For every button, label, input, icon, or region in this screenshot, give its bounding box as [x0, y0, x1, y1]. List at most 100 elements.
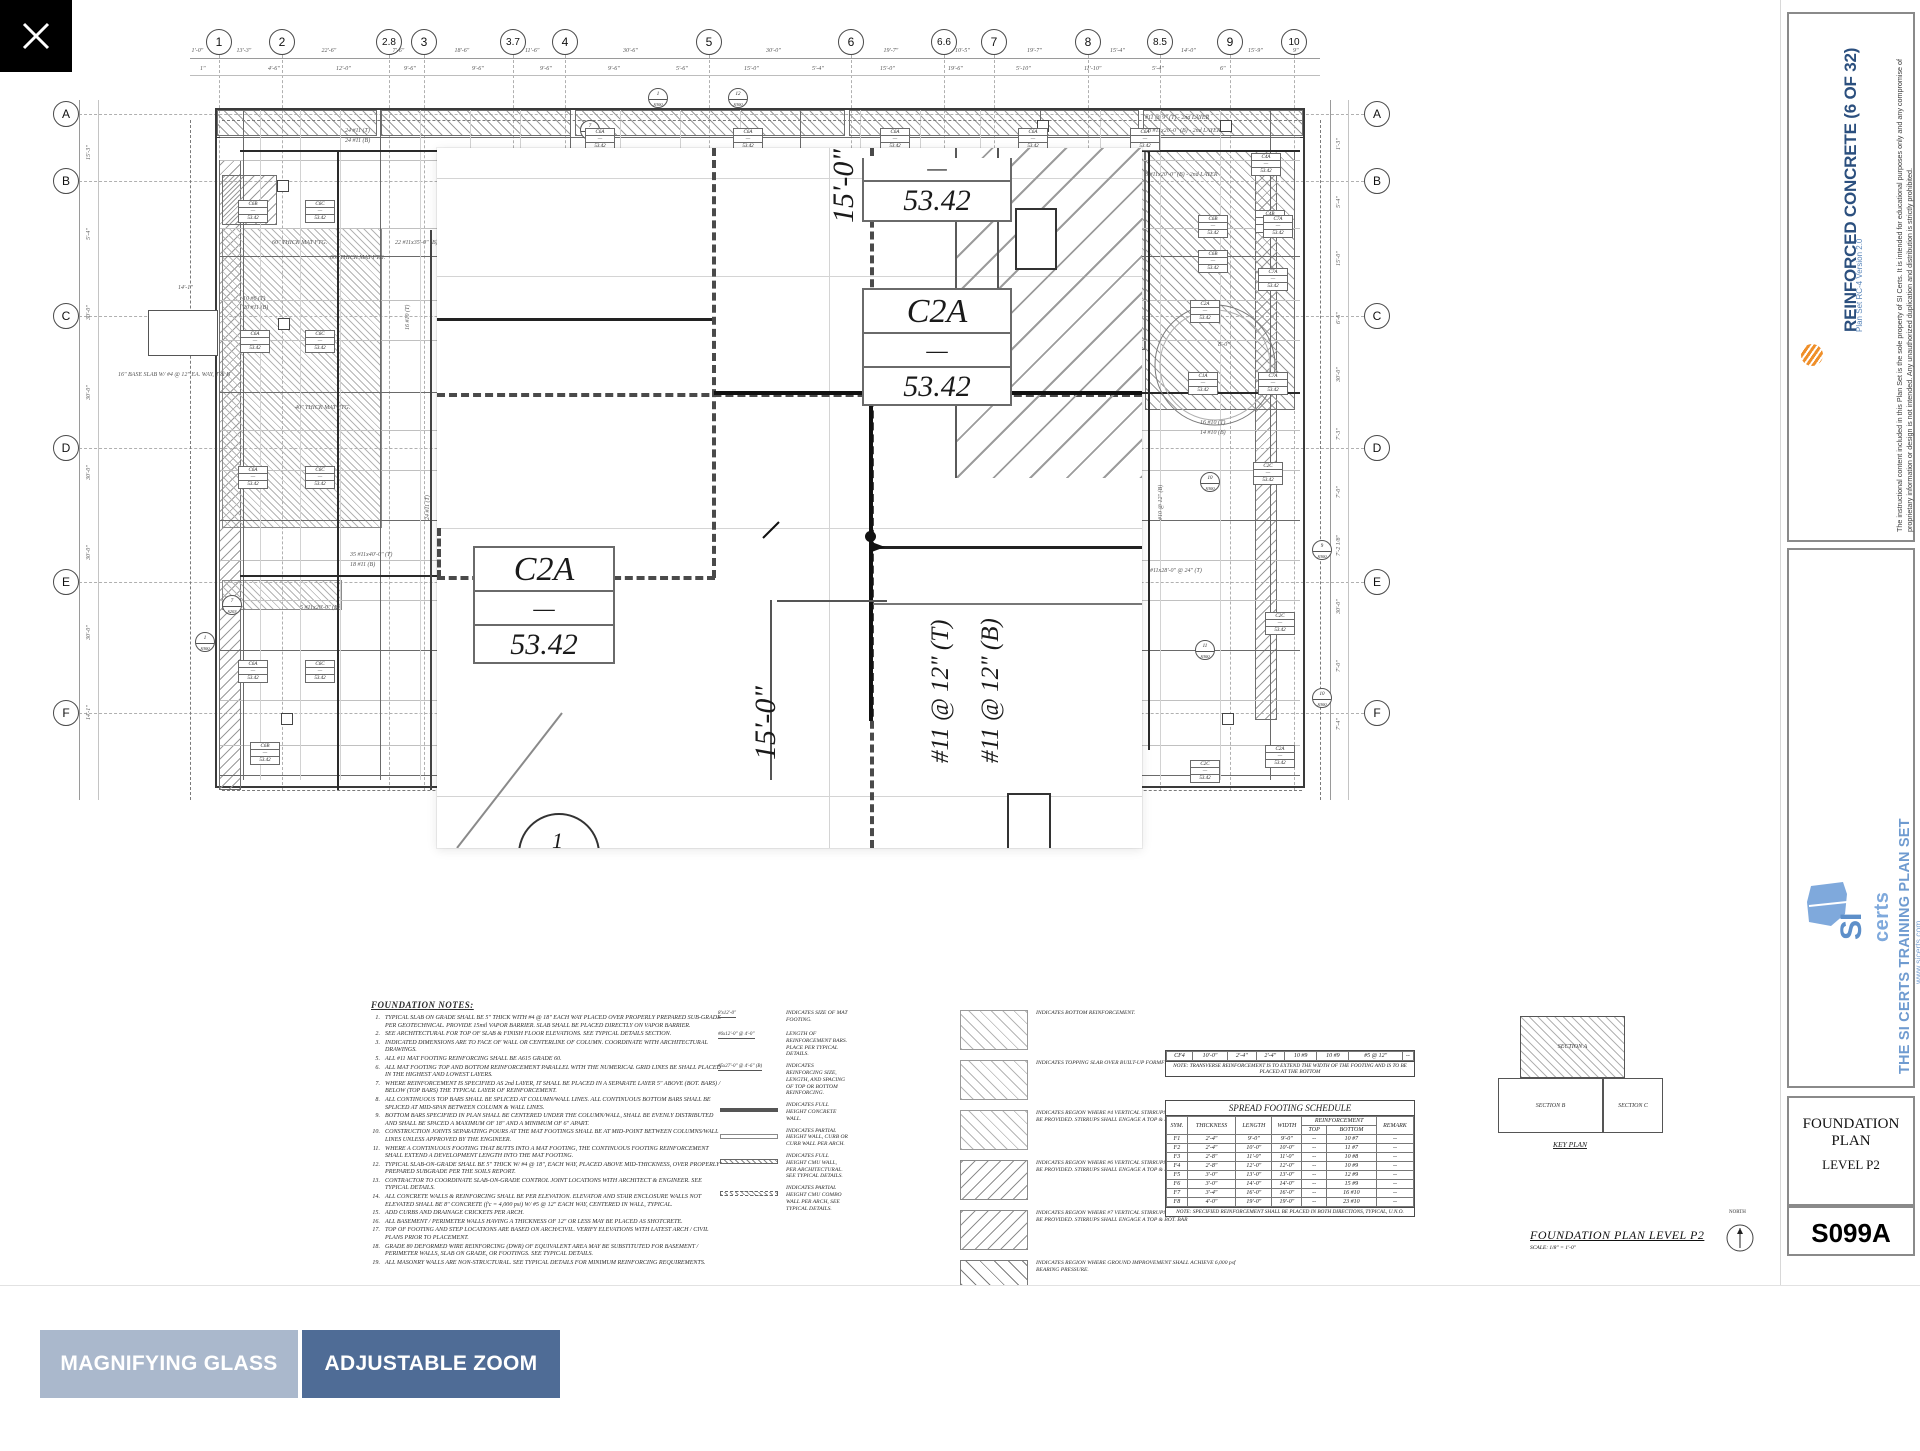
foundation-note-item: 3.INDICATED DIMENSIONS ARE TO FACE OF WA…: [371, 1040, 721, 1055]
zoom-callout-tag-upper-dash: —: [864, 334, 1010, 368]
dimension-top-secondary: 5'-10": [1016, 66, 1031, 72]
adjustable-zoom-button[interactable]: ADJUSTABLE ZOOM: [302, 1330, 560, 1398]
interior-line-v: [420, 110, 421, 780]
column-tag-name: C6C: [306, 331, 334, 338]
dimension-right: 5'-4": [1336, 196, 1342, 208]
schedule-cell: 16 #10: [1325, 1188, 1377, 1198]
dimension-top: 1'-0": [191, 48, 204, 54]
column-tag-dash: —: [239, 208, 267, 215]
grid-bubble-8: 8: [1075, 29, 1101, 55]
dashed-boundary: [190, 120, 191, 800]
grid-bubble-8.5: 8.5: [1147, 29, 1173, 55]
legend-symbol: [718, 1102, 780, 1118]
column-tag-name: C6C: [306, 467, 334, 474]
schedule-header: SYM.: [1166, 1116, 1188, 1135]
dimension-top-secondary: 19'-6": [948, 66, 963, 72]
beam-line: [1148, 150, 1150, 750]
schedule-subheader: BOTTOM: [1325, 1125, 1377, 1135]
column-tag-dash: —: [1254, 470, 1282, 477]
column-tag: C4A—53.42: [1251, 153, 1281, 176]
zoom-callout-tag-lower-dash: —: [475, 592, 613, 626]
foundation-note-item: 19.ALL MASONRY WALLS ARE NON-STRUCTURAL.…: [371, 1260, 721, 1268]
foundation-note-item: 10.CONSTRUCTION JOINTS SEPARATING POURS …: [371, 1129, 721, 1144]
spread-footing-schedule-note: NOTE: SPECIFIED REINFORCEMENT SHALL BE P…: [1166, 1207, 1414, 1216]
beam-line: [430, 230, 432, 790]
footing-schedule-small-cell: CF4: [1166, 1051, 1193, 1061]
close-button[interactable]: [0, 0, 72, 72]
key-plan-section-b: SECTION B: [1498, 1078, 1603, 1133]
legend-item: INDICATES FULL HEIGHT CONCRETE WALL.: [718, 1102, 848, 1122]
schedule-cell: --: [1375, 1170, 1415, 1180]
plan-annotation: 60" THICK MAT FTG.: [272, 240, 328, 246]
dimension-top: 9": [1293, 48, 1299, 54]
dimension-top-secondary: 9'-6": [608, 66, 620, 72]
foundation-note-item: 15.ADD CURBS AND DRAINAGE CRICKETS PER A…: [371, 1210, 721, 1218]
foundation-note-text: ALL #11 MAT FOOTING REINFORCING SHALL BE…: [385, 1055, 562, 1062]
plan-annotation: 24 #11 (T): [345, 128, 370, 134]
zoom-detail-bubble: [518, 813, 600, 848]
dimension-left: 30'-0": [86, 385, 92, 400]
column-tag-name: C6A: [734, 129, 762, 136]
foundation-note-text: ALL BASEMENT / PERIMETER WALLS HAVING A …: [385, 1218, 683, 1225]
foundation-note-item: 6.ALL MAT FOOTING TOP AND BOTTOM REINFOR…: [371, 1065, 721, 1080]
column-tag-name: C6A: [1019, 129, 1047, 136]
magnifier-overlay[interactable]: 1 C2A — 53.42 — 53.42 C2A: [437, 148, 1142, 848]
dimension-top: 19'-7": [883, 48, 899, 54]
grid-bubble-right-D: D: [1364, 435, 1390, 461]
schedule-cell: --: [1375, 1197, 1415, 1207]
plan-annotation: 14 #10 (B): [1200, 430, 1226, 436]
column-tag-name: C6A: [1131, 129, 1159, 136]
dashed-boundary: [222, 120, 1302, 121]
legend-hatch-symbol: [960, 1060, 1030, 1102]
column-tag-dash: —: [241, 338, 269, 345]
plan-annotation: 5 #11x20'-0" (B): [300, 605, 340, 611]
key-plan: SECTION A SECTION B SECTION C KEY PLAN: [1498, 1000, 1688, 1149]
column-tag-name: C6A: [881, 129, 909, 136]
schedule-cell: --: [1301, 1161, 1327, 1171]
column-tag: C6A—53.42: [733, 128, 763, 151]
legend-item: 8'x12'-0"INDICATES SIZE OF MAT FOOTING.: [718, 1010, 848, 1026]
foundation-notes: FOUNDATION NOTES: 1.TYPICAL SLAB ON GRAD…: [371, 1000, 721, 1268]
schedule-cell: --: [1301, 1152, 1327, 1162]
zoom-callout-tag-upper-name: C2A: [864, 290, 1010, 334]
schedule-cell: 12'-0": [1271, 1161, 1303, 1171]
column-tag-name: C6B: [239, 201, 267, 208]
column-tag: C7A—53.42: [1258, 372, 1288, 395]
mat-footing-hatch: [575, 110, 845, 136]
plan-annotation: 35 #11x40'-0" (T): [350, 552, 393, 558]
column-tag: C6B—53.42: [238, 200, 268, 223]
grid-bubble-D: D: [53, 435, 79, 461]
dimension-right: 7'-0": [1336, 486, 1342, 498]
zoom-gridline-vertical: [437, 528, 441, 578]
legend-item: INDICATES PARTIAL HEIGHT CMU COMBO WALL …: [718, 1185, 848, 1212]
plan-annotation: 16" BASE SLAB W/ #4 @ 12" EA. WAY, T & B: [118, 372, 230, 378]
footing-schedule-small-cell: 2'-4": [1227, 1051, 1257, 1061]
magnifying-glass-button[interactable]: MAGNIFYING GLASS: [40, 1330, 298, 1398]
schedule-cell: 19'-0": [1235, 1197, 1273, 1207]
dimension-top-secondary: 15'-0": [880, 66, 895, 72]
zoom-wall-line: [869, 391, 873, 721]
schedule-cell: 2'-4": [1186, 1134, 1237, 1144]
footing-schedule-small-cell: 2'-4": [1255, 1051, 1285, 1061]
footing-schedule-small-cell: --: [1401, 1051, 1415, 1061]
dimension-top-secondary: 6": [1220, 66, 1226, 72]
building-outline-right: [1303, 108, 1305, 788]
dimension-rail-left: [79, 100, 80, 800]
legend-hatch-swatch-c: [960, 1260, 1028, 1285]
foundation-note-item: 18.GRADE 80 DEFORMED WIRE REINFORCING (D…: [371, 1244, 721, 1259]
schedule-cell: F5: [1166, 1170, 1188, 1180]
schedule-cell: F2: [1166, 1143, 1188, 1153]
column-tag-elevation: 53.42: [1267, 388, 1279, 393]
foundation-note-text: TYPICAL SLAB-ON-GRADE SHALL BE 5" THICK …: [385, 1161, 720, 1176]
plan-annotation: 16 #10 (T): [1200, 420, 1226, 426]
legend-hatch-symbol: [960, 1160, 1030, 1202]
column-tag-dash: —: [1131, 136, 1159, 143]
column-tag-elevation: 53.42: [247, 676, 259, 681]
interior-line-v: [300, 110, 301, 780]
